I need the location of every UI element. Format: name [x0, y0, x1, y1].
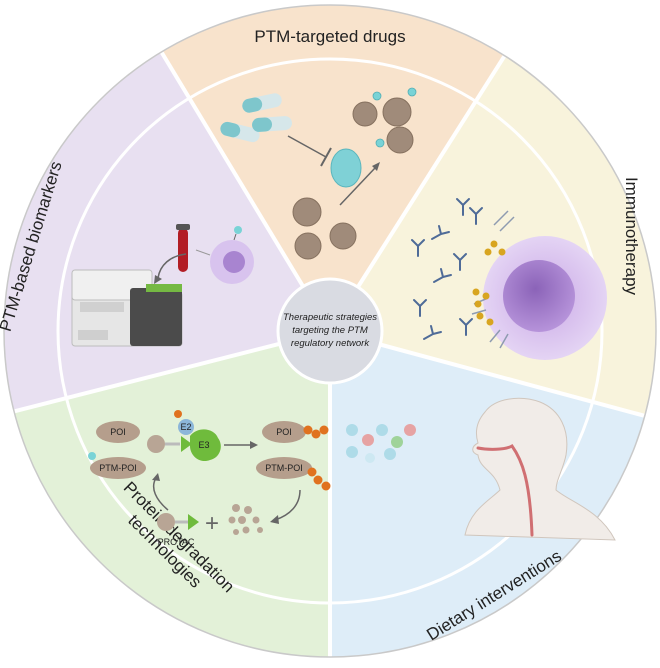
ptm-poi-protein-icon — [90, 457, 146, 479]
capsule-icon — [220, 121, 260, 143]
human-profile-icon — [464, 397, 616, 541]
center-label-line2: targeting the PTM — [292, 325, 368, 336]
degradation-illustration: POI PTM-POI E2 E3 POI PTM-POI PROTAC — [88, 410, 331, 547]
protein-icon — [386, 126, 414, 154]
outer-ring — [3, 4, 657, 658]
center-label-line3: regulatory network — [291, 338, 370, 349]
digestive-tract-icon — [476, 444, 534, 537]
poi-protein-icon — [262, 421, 306, 443]
center-hub — [276, 277, 384, 385]
protein-icon — [292, 197, 322, 227]
protac-ligand-icon — [147, 435, 165, 453]
e3-ligase-icon — [190, 429, 221, 462]
antibody-icons — [411, 198, 483, 340]
enzyme-icon — [330, 148, 362, 188]
ubiquitin-chain-icons — [303, 425, 331, 491]
immunotherapy-illustration — [411, 198, 607, 360]
biomarkers-illustration — [71, 224, 254, 347]
protein-icon — [352, 101, 378, 127]
svg-text:PTM-POI: PTM-POI — [265, 463, 303, 473]
svg-text:POI: POI — [110, 427, 126, 437]
svg-text:E3: E3 — [198, 440, 209, 450]
inner-ring — [56, 57, 604, 605]
cell-nucleus-icon — [503, 260, 575, 332]
blood-tube-icon — [178, 228, 188, 272]
svg-text:E2: E2 — [180, 422, 191, 432]
protac-anchor-icon — [188, 514, 199, 530]
ptm-poi-protein-icon — [256, 457, 312, 479]
protein-icon — [382, 97, 412, 127]
capsule-icon — [242, 93, 282, 113]
nutrient-icons — [346, 424, 416, 463]
protac-ligand-icon — [157, 513, 175, 531]
plus-sign: + — [205, 510, 219, 537]
center-label-line1: Therapeutic strategies — [283, 312, 377, 323]
svg-text:PROTAC: PROTAC — [158, 537, 195, 547]
analyzer-machine-icon — [71, 269, 183, 347]
svg-text:PTM-POI: PTM-POI — [99, 463, 137, 473]
title-drugs: PTM-targeted drugs — [254, 27, 405, 46]
protein-icon — [294, 232, 322, 260]
capsule-icon — [252, 116, 292, 132]
protein-icon — [329, 222, 357, 250]
title-immunotherapy: Immunotherapy — [622, 177, 641, 296]
svg-text:POI: POI — [276, 427, 292, 437]
drugs-illustration — [220, 87, 417, 260]
dietary-illustration — [346, 397, 616, 541]
poi-protein-icon — [96, 421, 140, 443]
protac-anchor-icon — [181, 436, 192, 452]
e2-icon — [178, 419, 194, 435]
peptide-fragments-icon — [228, 504, 263, 535]
ptm-marks — [472, 240, 506, 326]
